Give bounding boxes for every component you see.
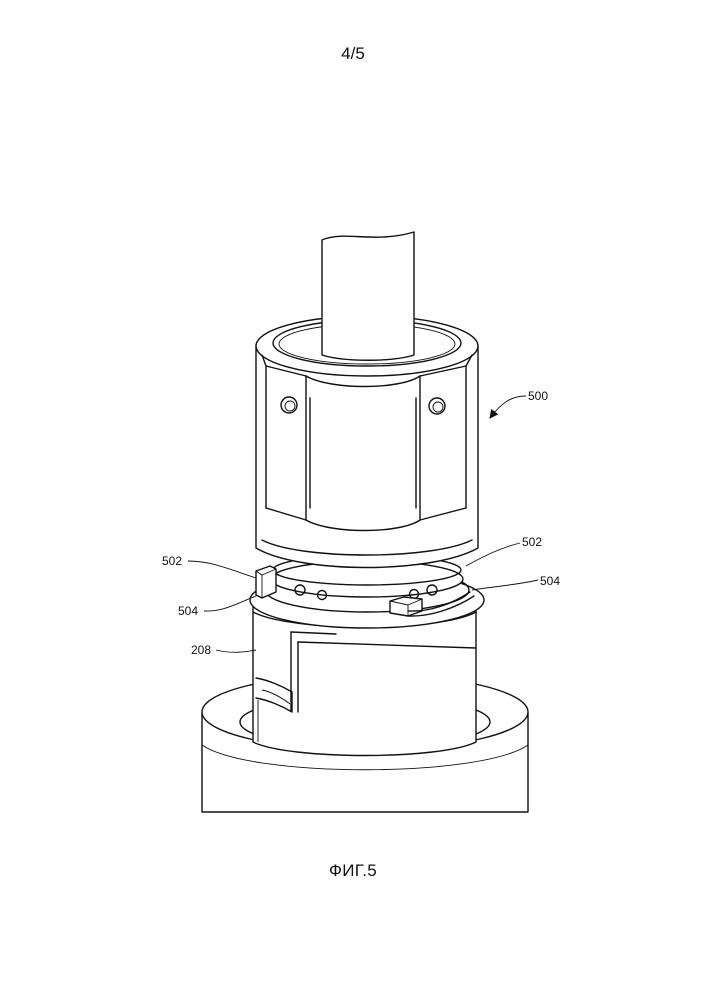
figure-caption: ФИГ.5	[0, 861, 706, 881]
label-504-right: 504	[540, 574, 560, 588]
shaft	[322, 232, 414, 360]
label-502-right: 502	[522, 535, 542, 549]
label-500: 500	[528, 389, 548, 403]
label-502-left: 502	[162, 554, 182, 568]
label-208: 208	[191, 643, 211, 657]
label-504-left: 504	[178, 604, 198, 618]
